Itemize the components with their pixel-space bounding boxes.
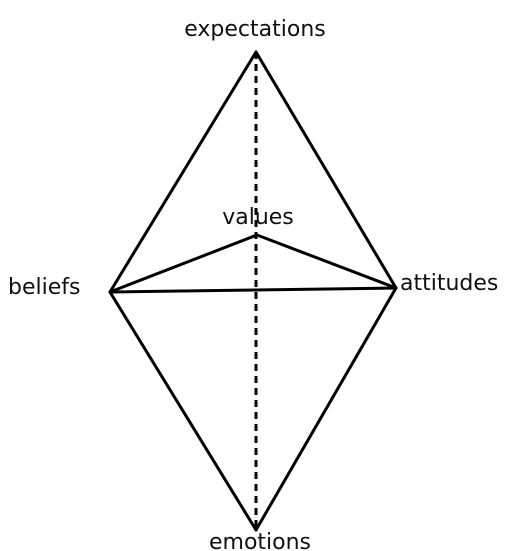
node-label-beliefs: beliefs (8, 275, 80, 300)
edges-layer (108, 50, 398, 532)
edge-top-right (254, 50, 398, 290)
edge-top-left (108, 50, 258, 294)
edge-left-center (108, 233, 259, 294)
edge-left-right (108, 286, 398, 294)
node-label-attitudes: attitudes (400, 271, 498, 296)
node-label-emotions: emotions (209, 530, 311, 551)
node-label-expectations: expectations (184, 17, 325, 42)
edge-right-bottom (254, 286, 398, 532)
node-label-values: values (222, 205, 294, 230)
edge-left-bottom (108, 290, 258, 532)
edge-center-right (255, 233, 398, 290)
labels-layer: expectations values beliefs attitudes em… (8, 17, 498, 551)
